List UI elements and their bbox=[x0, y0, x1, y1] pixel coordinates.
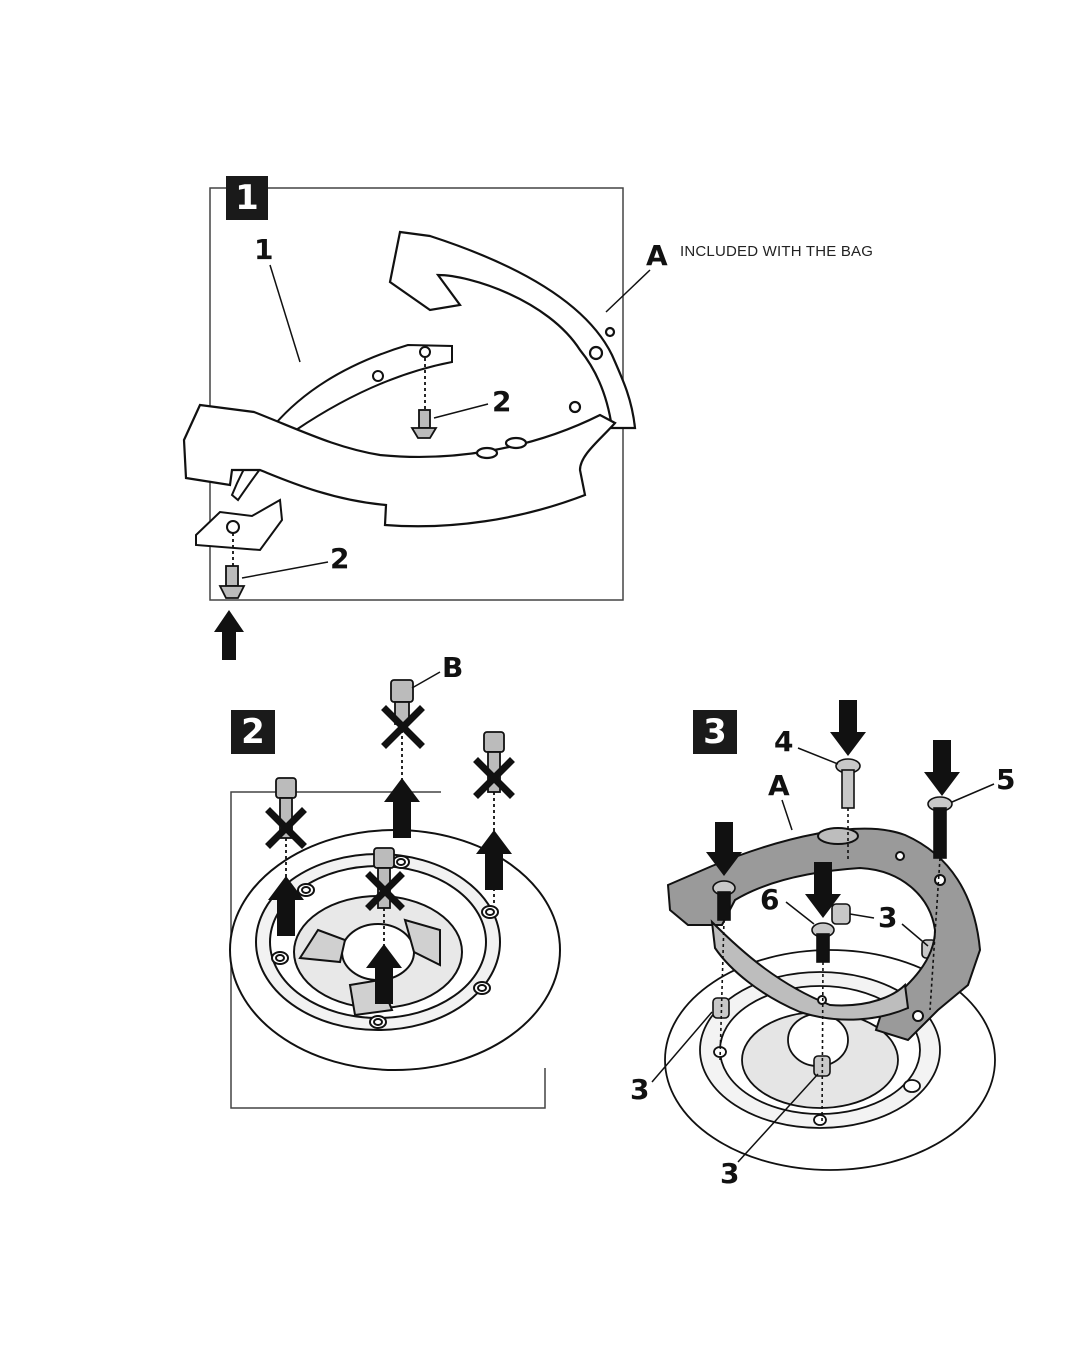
bolt-5 bbox=[927, 796, 953, 1011]
arrow-down-4 bbox=[830, 700, 866, 756]
spacer-top bbox=[831, 903, 851, 925]
down-arrows-step3 bbox=[706, 700, 960, 918]
step2-frame bbox=[230, 791, 546, 1109]
bolt-6-center bbox=[811, 922, 835, 1126]
arrow-up-left bbox=[268, 876, 304, 936]
leader-3-bottom bbox=[737, 1073, 819, 1163]
x-mark-center bbox=[365, 871, 405, 911]
callout-2-upper: 2 bbox=[492, 385, 512, 418]
x-marks bbox=[265, 705, 515, 911]
screw-lower bbox=[218, 533, 246, 599]
up-arrows-step2 bbox=[268, 778, 512, 1004]
callout-3-bottom: 3 bbox=[720, 1157, 740, 1190]
step-badge-2: 2 bbox=[231, 710, 275, 754]
leader-6 bbox=[785, 901, 815, 925]
spacer-left bbox=[712, 997, 730, 1019]
leader-A-step3 bbox=[781, 799, 793, 831]
arrow-down-5 bbox=[924, 740, 960, 796]
leader-4 bbox=[797, 747, 839, 765]
screw-upper bbox=[410, 358, 438, 439]
x-mark-right bbox=[473, 757, 515, 799]
arrow-down-6-center bbox=[805, 862, 841, 918]
bolt-6-left bbox=[712, 880, 736, 1061]
callout-5: 5 bbox=[996, 763, 1016, 796]
arrow-up-right bbox=[476, 830, 512, 890]
step1-panel bbox=[182, 187, 651, 660]
leader-A bbox=[605, 269, 651, 313]
callout-A-step3: A bbox=[768, 769, 790, 802]
included-with-bag-note: INCLUDED WITH THE BAG bbox=[680, 243, 874, 260]
callout-B: B bbox=[442, 651, 464, 684]
step3-leaders bbox=[651, 747, 995, 1163]
adapter-A bbox=[182, 230, 637, 528]
arrow-up-center bbox=[366, 944, 402, 1004]
step-badge-3: 3 bbox=[693, 710, 737, 754]
callout-A: A bbox=[646, 239, 668, 272]
callout-1: 1 bbox=[254, 233, 274, 266]
callout-2-lower: 2 bbox=[330, 542, 350, 575]
leader-3-right-a bbox=[849, 913, 875, 919]
x-mark-left bbox=[265, 807, 307, 849]
leader-2-lower bbox=[241, 561, 329, 579]
bolt-4 bbox=[835, 758, 861, 860]
leader-1 bbox=[269, 264, 301, 363]
step-badge-1: 1 bbox=[226, 176, 268, 220]
mounting-ring-bracket bbox=[195, 343, 453, 552]
leader-3-right-b bbox=[901, 923, 929, 947]
leader-3-left bbox=[651, 1011, 713, 1083]
arrow-up-step1 bbox=[214, 610, 244, 660]
fuel-cap-flange bbox=[229, 829, 561, 1071]
callout-6: 6 bbox=[760, 883, 780, 916]
arrow-down-6-left bbox=[706, 822, 742, 876]
callout-3-left: 3 bbox=[630, 1073, 650, 1106]
step3-panel bbox=[651, 700, 996, 1171]
x-mark-B bbox=[381, 705, 425, 749]
leader-5 bbox=[951, 783, 995, 803]
leader-B bbox=[411, 671, 441, 689]
step2-panel bbox=[229, 671, 561, 1109]
leader-2-upper bbox=[433, 403, 489, 419]
callout-4: 4 bbox=[774, 725, 794, 758]
callout-3-right: 3 bbox=[878, 901, 898, 934]
arrow-up-B bbox=[384, 778, 420, 838]
